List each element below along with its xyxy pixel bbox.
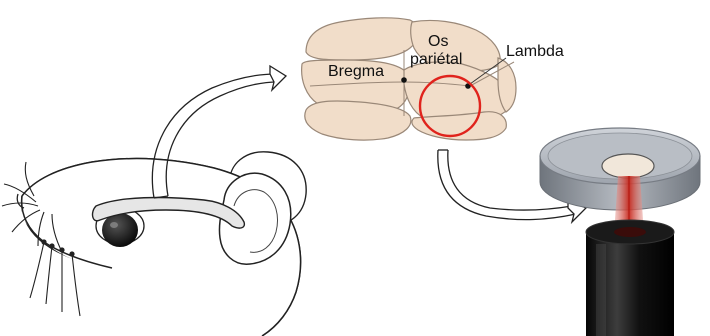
label-os: Os xyxy=(428,33,448,50)
microscope-objective xyxy=(586,220,674,336)
label-parietal: pariétal xyxy=(410,51,462,68)
mouse-head xyxy=(2,152,306,336)
label-bregma: Bregma xyxy=(328,63,384,80)
mouse-eye-glint xyxy=(110,222,118,228)
bregma-point-icon xyxy=(401,77,407,83)
skull-sample xyxy=(602,154,654,178)
label-lambda: Lambda xyxy=(506,43,564,60)
